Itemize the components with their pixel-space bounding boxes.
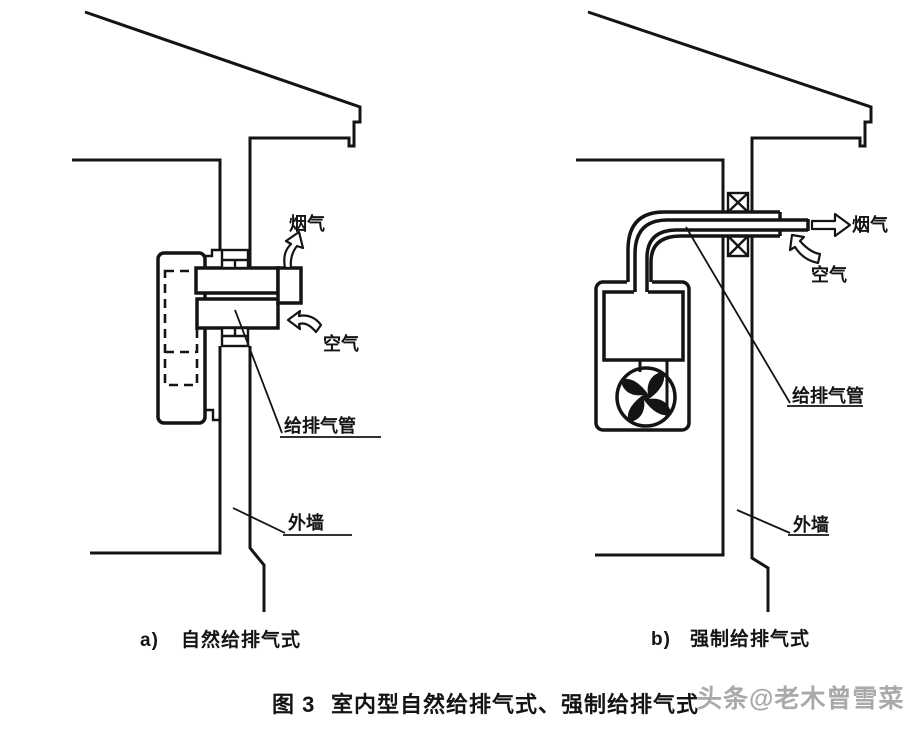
mount-bracket-top-a xyxy=(203,248,222,268)
panel-b-caption: 强制给排气式 xyxy=(690,627,810,650)
exterior-wall-break-a xyxy=(248,346,266,612)
flue-gas-label-b: 烟气 xyxy=(852,214,888,235)
watermark: 头条@老木曾雪菜 xyxy=(697,684,904,713)
air-intake-pipe-a xyxy=(195,297,280,330)
wall-collar-top-a xyxy=(220,248,250,270)
flue-arrow-icon-a xyxy=(283,230,305,270)
roof-outline-a xyxy=(84,10,362,268)
wall-collar-bottom-a xyxy=(220,326,250,348)
interior-wall-floor-a xyxy=(90,346,222,555)
wall-leader-line-b xyxy=(736,509,829,536)
wall-label-a: 外墙 xyxy=(288,512,324,533)
wall-sleeve-hatch-bottom-b xyxy=(726,234,750,258)
pipe-label-b: 给排气管 xyxy=(792,385,864,406)
wall-label-b: 外墙 xyxy=(793,514,829,535)
flue-gas-label-a: 烟气 xyxy=(289,213,325,234)
appliance-inner-panel-b xyxy=(602,290,685,362)
roof-outline-b xyxy=(587,10,873,212)
panel-b-caption-id: b) xyxy=(651,629,671,650)
air-label-b: 空气 xyxy=(811,264,847,285)
panel-b: 烟气 空气 给排气管 外墙 b) 强制给排气式 xyxy=(576,10,888,650)
panel-a-caption: 自然给排气式 xyxy=(181,628,301,651)
appliance-body-a xyxy=(156,251,207,425)
figure-caption: 室内型自然给排气式、强制给排气式 xyxy=(331,692,699,717)
appliance-flue-dashed-a xyxy=(163,269,199,387)
elbow-pipe-b xyxy=(626,210,810,292)
pipe-label-a: 给排气管 xyxy=(284,415,356,436)
exterior-wall-break-b xyxy=(750,236,770,612)
wall-leader-line-a xyxy=(232,507,352,536)
exhaust-pipe-a xyxy=(194,266,280,295)
figure-number: 图 3 xyxy=(272,692,315,717)
wall-sleeve-hatch-top-b xyxy=(726,191,750,214)
mount-bracket-bottom-a xyxy=(205,408,220,422)
panel-a-caption-id: a) xyxy=(140,630,159,651)
air-arrow-icon-a xyxy=(286,309,323,334)
ceiling-line-b xyxy=(576,158,725,212)
air-label-a: 空气 xyxy=(323,333,359,354)
air-arrow-icon-b xyxy=(788,233,822,265)
pipe-leader-line-b xyxy=(685,226,863,407)
flue-arrow-icon-b xyxy=(810,212,852,238)
pipe-leader-line-a xyxy=(234,309,381,438)
pipe-terminal-a xyxy=(276,266,303,305)
interior-wall-floor-b xyxy=(595,236,725,557)
fan-icon xyxy=(615,366,677,428)
ceiling-line-a xyxy=(72,158,222,250)
panel-a: 烟气 空气 给排气管 外墙 a) 自然给排气式 xyxy=(72,10,381,651)
